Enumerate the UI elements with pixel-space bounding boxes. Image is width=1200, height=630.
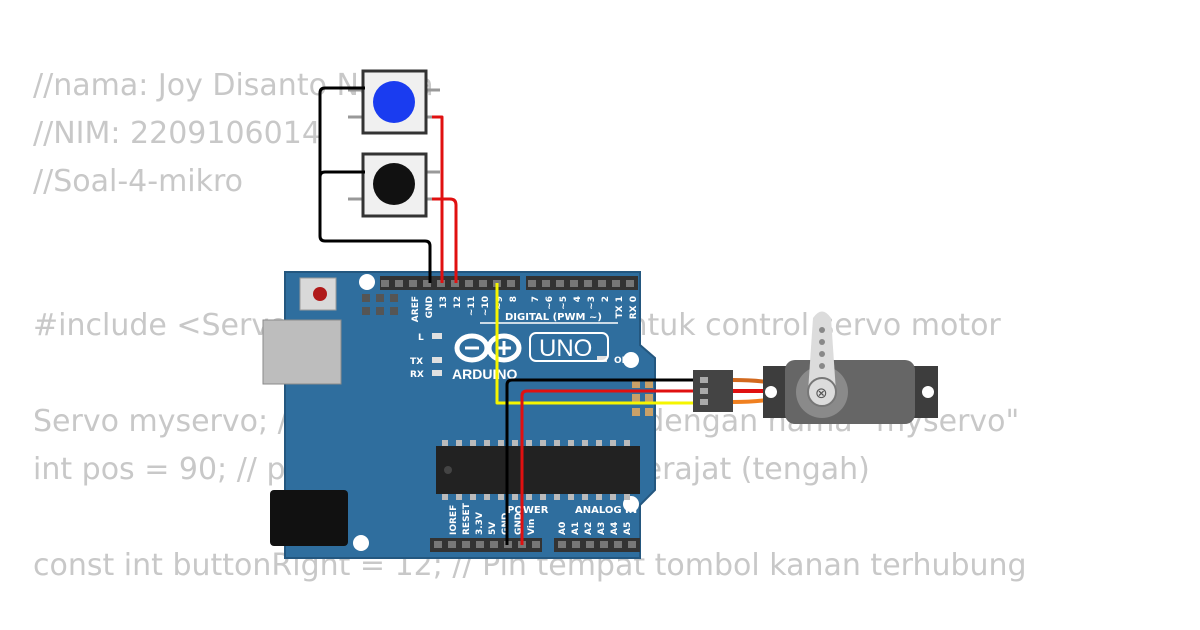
analog-pin-label: A2 [584,522,594,535]
analog-pin-label: A5 [623,522,633,535]
analog-header [554,538,640,552]
digital-pin-label: 8 [509,296,519,302]
servo-screw-icon: ⊗ [815,384,828,402]
digital-header-right [526,276,638,290]
mounting-hole [359,274,375,290]
usb-connector [262,319,342,385]
mounting-hole [623,352,639,368]
led-l [432,333,442,339]
digital-pin-label: 12 [453,296,463,309]
led-tx-label: TX [410,357,423,367]
servo-connector [693,370,733,412]
digital-pin-label: 7 [531,296,541,302]
arduino-infinity-logo [454,333,522,363]
digital-pin-label: RX 0 [629,296,639,319]
pushbutton-top-cap [373,81,415,123]
atmega-chip [436,446,640,494]
digital-pin-label: GND [425,296,435,318]
led-l-label: L [418,333,424,343]
led-on [597,356,607,362]
led-rx [432,370,442,376]
wire-gnd-buttons[interactable] [318,86,432,283]
brand-label: ARDUINO [452,366,517,382]
power-pin-label: 3.3V [475,512,485,535]
analog-pin-label: A4 [610,522,620,535]
icsp2-header [632,380,653,416]
wire-servo-signal[interactable] [495,283,700,405]
digital-pin-label: 4 [573,296,583,302]
pushbutton-bottom-cap [373,163,415,205]
digital-pin-label: ~6 [545,296,555,310]
digital-header-label: DIGITAL (PWM ~) [505,312,602,323]
model-label: UNO [539,335,592,362]
digital-pin-label: ~11 [467,296,477,316]
digital-pin-label: ~9 [495,296,505,310]
led-rx-label: RX [410,370,424,380]
analog-header-label: ANALOG IN [575,505,637,516]
wire-servo-5v[interactable] [520,389,700,545]
code-line: //Soal-4-mikro [33,164,244,199]
reset-button-cap [313,287,327,301]
wire-gnd-button-bottom[interactable] [318,170,365,236]
power-pin-label: IOREF [449,505,459,535]
digital-pin-label: AREF [411,296,421,322]
wire-pin12[interactable] [432,197,458,283]
digital-pin-label: ~5 [559,296,569,310]
arduino-uno-board[interactable]: AREF GND 13 12 ~11 ~10 ~9 8 7 ~6 ~5 4 ~3 2 TX 1 RX 0 DI… [262,271,656,559]
digital-pin-label: ~3 [587,296,597,310]
pushbutton-bottom[interactable] [348,152,440,218]
wire-pin13[interactable] [432,115,444,283]
analog-pin-label: A1 [571,522,581,535]
analog-pin-label: A0 [558,522,568,535]
power-pin-label: 5V [488,522,498,535]
analog-pin-label: A3 [597,522,607,535]
mounting-hole [353,535,369,551]
power-pin-label: RESET [462,502,472,535]
code-line: //NIM: 2209106014 [33,116,321,151]
servo-motor[interactable]: ⊗ [693,311,938,425]
model-badge [529,332,609,362]
led-tx [432,357,442,363]
power-header [430,538,542,552]
power-pin-label: GND [514,513,524,535]
power-header-label: POWER [507,505,549,516]
icsp-header [362,294,398,315]
digital-pin-label: 2 [601,296,611,302]
wire-servo-gnd[interactable] [505,378,700,545]
digital-pin-label: TX 1 [615,296,625,318]
power-jack [270,490,348,546]
power-pin-label: Vin [527,519,537,535]
pushbutton-top[interactable] [348,69,440,135]
digital-pin-label: 13 [439,296,449,309]
led-on-label: ON [614,356,629,366]
digital-pin-label: ~10 [481,296,491,316]
